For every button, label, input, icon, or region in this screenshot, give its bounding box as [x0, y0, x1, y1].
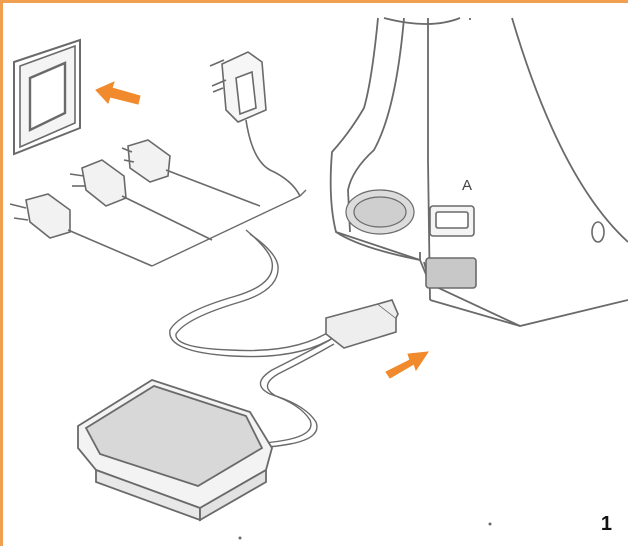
ac-adapter-icon — [210, 52, 300, 196]
figure-number: 1 — [601, 514, 612, 534]
power-plug-icon — [122, 140, 260, 206]
arrow-to-machine — [386, 352, 428, 378]
bottom-marks — [239, 523, 492, 540]
speaker-grille — [346, 190, 414, 234]
socket-a — [426, 206, 476, 288]
wall-outlet-icon — [14, 40, 80, 154]
direction-arrow-icon — [386, 352, 428, 378]
sewing-machine-body — [331, 18, 628, 326]
power-plug-icon — [10, 194, 152, 266]
arrow-to-outlet — [96, 82, 140, 104]
cord-bracket — [152, 190, 336, 357]
port-label: A — [462, 177, 472, 194]
power-switch — [592, 222, 604, 242]
connector-plug — [326, 300, 398, 348]
direction-arrow-icon — [96, 82, 140, 104]
foot-pedal-icon — [78, 380, 272, 520]
